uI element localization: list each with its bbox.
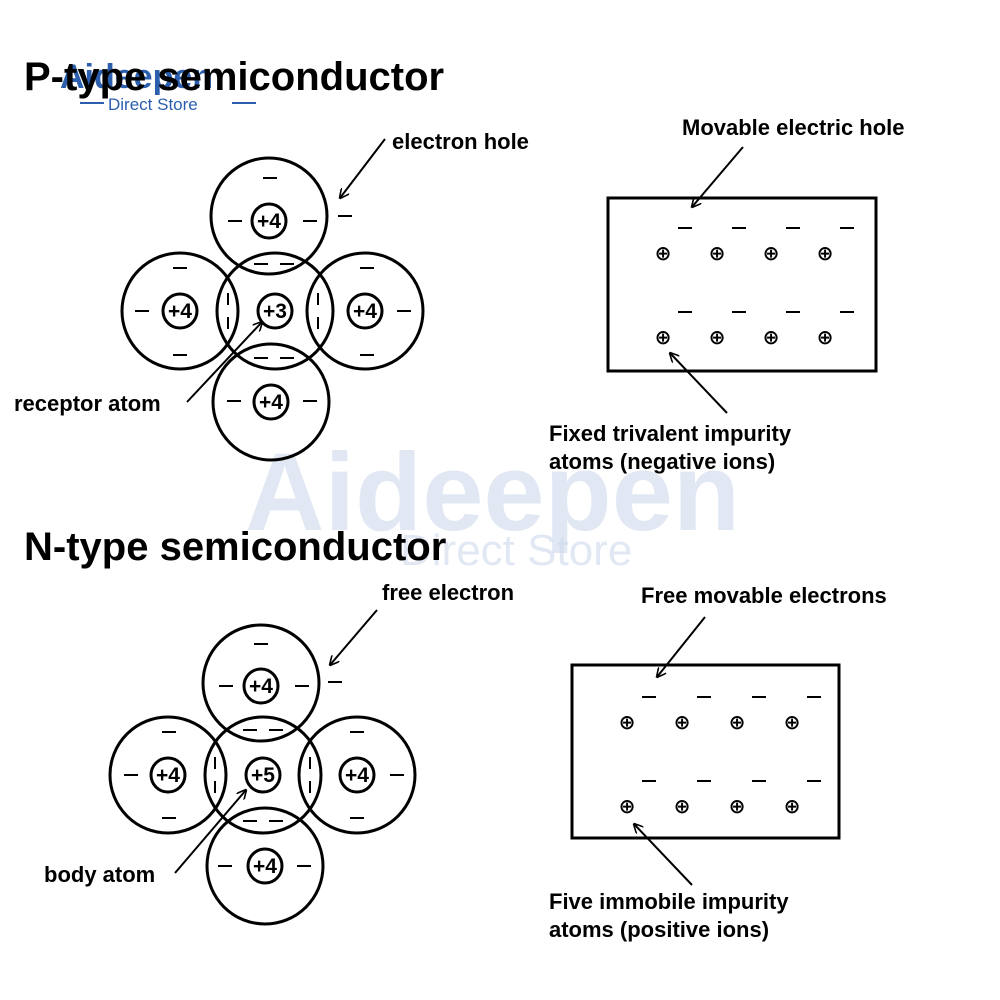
n-type-crystal: ⊕ ⊕ ⊕ ⊕ ⊕ ⊕ ⊕ ⊕ Free movable electrons Five imm… — [549, 583, 887, 942]
n-electrons — [124, 643, 404, 867]
n-core-right-charge: +4 — [345, 764, 369, 787]
logo-brand: Aideepen — [60, 58, 213, 96]
n-core-bottom — [246, 847, 284, 885]
n-atom-left — [108, 715, 228, 835]
p-type-title: P-type semiconductor — [24, 55, 444, 99]
n-arrow-atom — [174, 790, 246, 874]
p-ion-0-3: ⊕ — [817, 241, 834, 265]
n-ion-0-0: ⊕ — [619, 710, 636, 734]
p-ion-1-0: ⊕ — [655, 325, 672, 349]
p-core-top — [250, 202, 288, 240]
n-arrow-box-bottom — [634, 824, 693, 886]
p-core-right — [346, 292, 384, 330]
p-atom-top — [209, 156, 329, 276]
p-arrow-box-top — [692, 146, 744, 207]
p-core-left-charge: +4 — [168, 300, 192, 323]
n-type-lattice: +4 +4 +5 +4 +4 free electron — [44, 580, 514, 926]
p-label-hole: electron hole — [392, 129, 529, 154]
p-label-atom: receptor atom — [14, 391, 161, 416]
p-atom-right — [305, 251, 425, 371]
p-label-box-bottom-2: atoms (negative ions) — [549, 449, 775, 474]
p-core-bottom-charge: +4 — [259, 391, 283, 414]
p-ion-1-1: ⊕ — [709, 325, 726, 349]
brand-logo: Aideepen Direct Store — [60, 58, 256, 114]
p-ion-0-1: ⊕ — [709, 241, 726, 265]
p-atom-bottom — [211, 342, 331, 462]
n-label-box-bottom-1: Five immobile impurity — [549, 889, 789, 914]
n-ion-0-3: ⊕ — [784, 710, 801, 734]
n-arrow-box-top — [657, 616, 706, 677]
p-label-box-bottom-1: Fixed trivalent impurity — [549, 421, 792, 446]
n-arrow-free — [330, 609, 378, 665]
n-core-top — [242, 667, 280, 705]
watermark-sub: Direct Store — [400, 526, 632, 575]
n-atom-top — [201, 623, 321, 743]
n-atom-center — [203, 715, 323, 835]
n-ion-1-3: ⊕ — [784, 794, 801, 818]
p-label-box-top: Movable electric hole — [682, 115, 905, 140]
n-label-atom: body atom — [44, 862, 155, 887]
p-core-right-charge: +4 — [353, 300, 377, 323]
n-core-right — [338, 756, 376, 794]
n-ion-1-1: ⊕ — [674, 794, 691, 818]
p-box — [606, 196, 878, 373]
p-core-left — [161, 292, 199, 330]
n-ion-1-2: ⊕ — [729, 794, 746, 818]
watermark-brand: Aideepen — [245, 431, 740, 554]
p-type-crystal: ⊕ ⊕ ⊕ ⊕ ⊕ ⊕ ⊕ ⊕ Movable electric hole Fixed tri… — [549, 115, 905, 474]
n-ion-0-1: ⊕ — [674, 710, 691, 734]
p-arrow-hole — [340, 138, 386, 198]
n-ion-0-2: ⊕ — [729, 710, 746, 734]
p-ion-grid: ⊕ ⊕ ⊕ ⊕ ⊕ ⊕ ⊕ ⊕ — [655, 227, 854, 349]
p-ion-1-2: ⊕ — [763, 325, 780, 349]
n-core-left-charge: +4 — [156, 764, 180, 787]
p-ion-1-3: ⊕ — [817, 325, 834, 349]
p-core-center — [256, 292, 294, 330]
logo-sub: Direct Store — [108, 95, 198, 114]
p-core-center-charge: +3 — [263, 300, 287, 323]
n-core-center-charge: +5 — [251, 764, 275, 787]
p-arrow-atom — [186, 322, 262, 403]
n-ion-grid: ⊕ ⊕ ⊕ ⊕ ⊕ ⊕ ⊕ ⊕ — [619, 696, 821, 818]
n-core-bottom-charge: +4 — [253, 855, 277, 878]
p-ion-0-0: ⊕ — [655, 241, 672, 265]
watermark: Aideepen Direct Store — [245, 431, 740, 575]
n-core-center — [244, 756, 282, 794]
n-ion-1-0: ⊕ — [619, 794, 636, 818]
p-electrons — [135, 177, 411, 402]
n-label-free: free electron — [382, 580, 514, 605]
n-type-title: N-type semiconductor — [24, 525, 446, 569]
n-label-box-top: Free movable electrons — [641, 583, 887, 608]
p-core-top-charge: +4 — [257, 210, 281, 233]
p-atom-center — [215, 251, 335, 371]
n-label-box-bottom-2: atoms (positive ions) — [549, 917, 769, 942]
p-core-bottom — [252, 383, 290, 421]
p-arrow-box-bottom — [670, 353, 728, 414]
n-core-left — [149, 756, 187, 794]
p-type-lattice: +4 +4 +3 +4 +4 electron hole — [14, 129, 529, 462]
n-atom-bottom — [205, 806, 325, 926]
n-box — [570, 663, 841, 840]
n-atom-right — [297, 715, 417, 835]
p-atom-left — [120, 251, 240, 371]
n-core-top-charge: +4 — [249, 675, 273, 698]
p-ion-0-2: ⊕ — [763, 241, 780, 265]
